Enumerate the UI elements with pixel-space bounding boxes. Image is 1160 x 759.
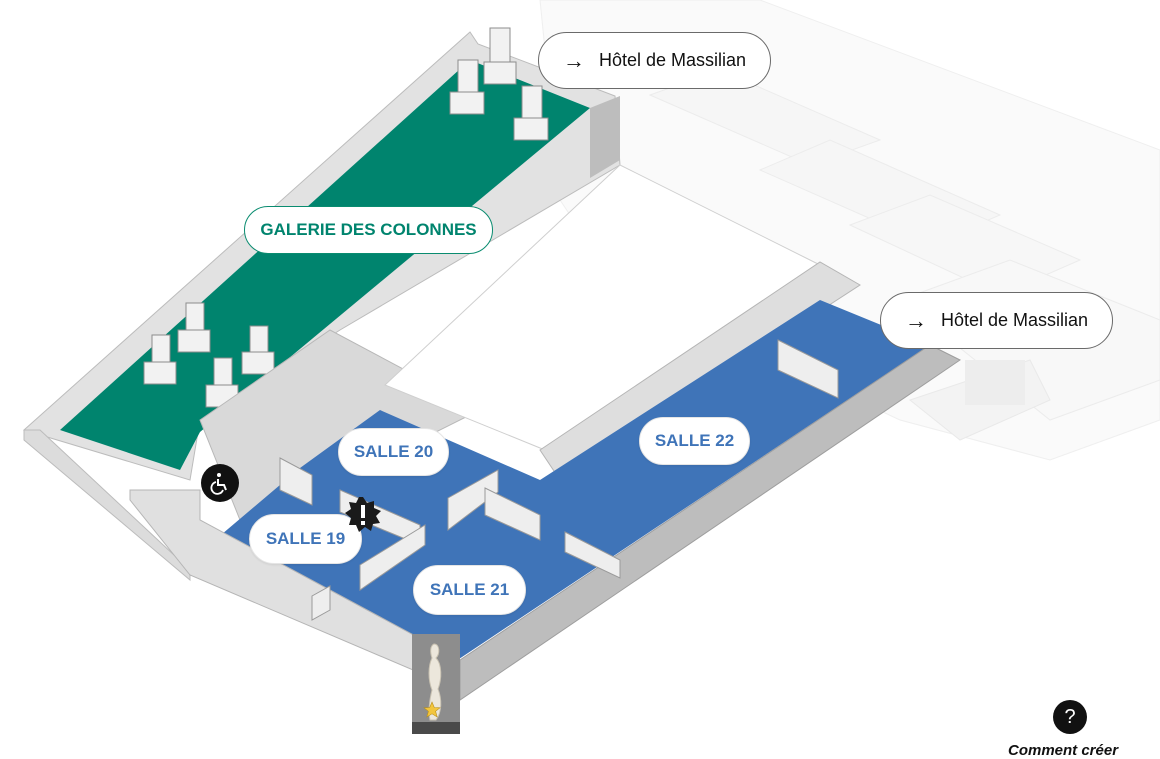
room-label-salle-20[interactable]: SALLE 20 — [338, 428, 449, 476]
help-button[interactable]: ? — [1053, 700, 1087, 734]
star-icon — [423, 701, 441, 718]
arrow-right-icon: → — [562, 47, 585, 73]
room-label-salle-21[interactable]: SALLE 21 — [413, 565, 526, 615]
room-label-salle-22[interactable]: SALLE 22 — [639, 417, 750, 465]
room-label-salle-19[interactable]: SALLE 19 — [249, 514, 362, 564]
wheelchair-glyph — [210, 473, 227, 495]
alert-icon[interactable] — [344, 496, 382, 534]
courtyard — [199, 164, 861, 521]
artwork-thumbnail[interactable] — [412, 634, 460, 734]
link-label: Hôtel de Massilian — [940, 310, 1089, 330]
arrow-right-icon: → — [904, 307, 927, 333]
link-label: Hôtel de Massilian — [598, 50, 747, 70]
link-hotel-de-massilian-right[interactable]: → Hôtel de Massilian — [880, 292, 1113, 349]
accessibility-icon[interactable] — [201, 464, 239, 502]
help-text[interactable]: Comment créer — [1008, 742, 1119, 759]
rooms-floor[interactable] — [129, 300, 961, 701]
gallery-label-galerie-des-colonnes[interactable]: GALERIE DES COLONNES — [244, 206, 493, 254]
link-hotel-de-massilian-top[interactable]: → Hôtel de Massilian — [538, 32, 771, 89]
columns — [143, 27, 549, 408]
